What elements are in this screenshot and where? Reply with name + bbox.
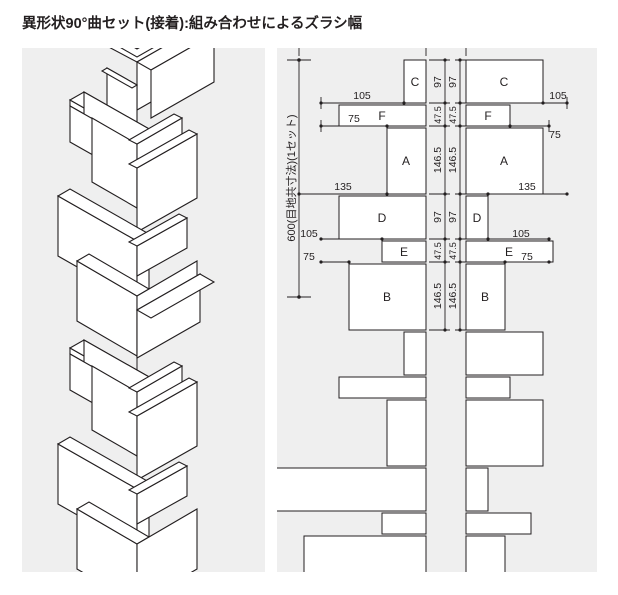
tile-label-D-left: D xyxy=(378,211,387,225)
tile-B-left xyxy=(348,263,427,331)
column-center-seams xyxy=(425,48,467,56)
tile-repeat-right-6 xyxy=(465,535,506,572)
left-column-tiles xyxy=(277,59,427,572)
dim-left-h3: 135 xyxy=(334,181,352,193)
tile-repeat-left-4 xyxy=(277,467,427,512)
dim-left-v4: 97 xyxy=(432,211,444,223)
isometric-panel xyxy=(22,48,265,572)
tile-repeat-right-4 xyxy=(465,467,489,512)
dim-left-v2: 47.5 xyxy=(433,106,443,124)
tile-B-right xyxy=(465,263,506,331)
dim-left-v1: 97 xyxy=(432,76,444,88)
tile-label-A-left: A xyxy=(402,154,410,168)
tile-repeat-right-2 xyxy=(465,376,511,399)
dim-right-v6: 146.5 xyxy=(447,283,459,309)
dim-right-h2: 75 xyxy=(549,129,561,141)
plan-panel: 600(目地共寸法)(1セット) C F A D xyxy=(277,48,597,572)
tile-label-D-right: D xyxy=(473,211,482,225)
right-horizontal-dims xyxy=(466,97,569,264)
dim-left-v5: 47.5 xyxy=(433,242,443,260)
tile-E-left xyxy=(381,240,427,263)
tile-repeat-right-1 xyxy=(465,331,544,376)
dim-right-v4: 97 xyxy=(447,211,459,223)
left-horizontal-dims xyxy=(297,97,406,264)
tile-label-E-right: E xyxy=(505,245,513,259)
tile-repeat-right-5 xyxy=(465,512,532,535)
tile-label-A-right: A xyxy=(500,154,508,168)
tile-C-right xyxy=(465,59,544,104)
tile-label-B-right: B xyxy=(481,290,489,304)
tile-A-left xyxy=(386,127,427,195)
dim-left-v6: 146.5 xyxy=(432,283,444,309)
tile-repeat-left-3 xyxy=(386,399,427,467)
tile-label-C-left: C xyxy=(411,75,420,89)
dim-left-h4: 105 xyxy=(300,228,318,240)
dim-right-v3: 146.5 xyxy=(447,147,459,173)
right-column-tiles xyxy=(465,59,554,572)
tile-repeat-left-1 xyxy=(403,331,427,376)
dim-right-h5: 75 xyxy=(521,251,533,263)
tile-D-right xyxy=(465,195,489,240)
tile-repeat-left-2 xyxy=(338,376,427,399)
tile-label-C-right: C xyxy=(500,75,509,89)
overall-dimension-600 xyxy=(287,48,311,299)
tile-repeat-right-3 xyxy=(465,399,544,467)
tile-label-F-left: F xyxy=(378,109,385,123)
page-title: 異形状90°曲セット(接着):組み合わせによるズラシ幅 xyxy=(22,16,363,32)
dim-right-h3: 135 xyxy=(518,181,536,193)
tile-label-E-left: E xyxy=(400,245,408,259)
dim-left-h1: 105 xyxy=(353,90,371,102)
dim-left-h5: 75 xyxy=(303,251,315,263)
tile-A-right xyxy=(465,127,544,195)
dim-right-h4: 105 xyxy=(512,228,530,240)
dim-right-v2: 47.5 xyxy=(448,106,458,124)
overall-dimension-label: 600(目地共寸法)(1セット) xyxy=(284,114,298,241)
left-vertical-dims xyxy=(429,58,450,332)
plan-dimension-drawing: 600(目地共寸法)(1セット) C F A D xyxy=(277,48,569,572)
tile-C-left xyxy=(403,59,427,104)
tile-label-F-right: F xyxy=(484,109,491,123)
tile-repeat-left-5 xyxy=(381,512,427,535)
isometric-drawing xyxy=(56,48,216,572)
dim-right-v1: 97 xyxy=(447,76,459,88)
dim-right-h1: 105 xyxy=(549,90,567,102)
dim-left-h2: 75 xyxy=(348,113,360,125)
tile-label-B-left: B xyxy=(383,290,391,304)
tile-repeat-left-6 xyxy=(303,535,427,572)
dim-left-v3: 146.5 xyxy=(432,147,444,173)
dim-right-v5: 47.5 xyxy=(448,242,458,260)
